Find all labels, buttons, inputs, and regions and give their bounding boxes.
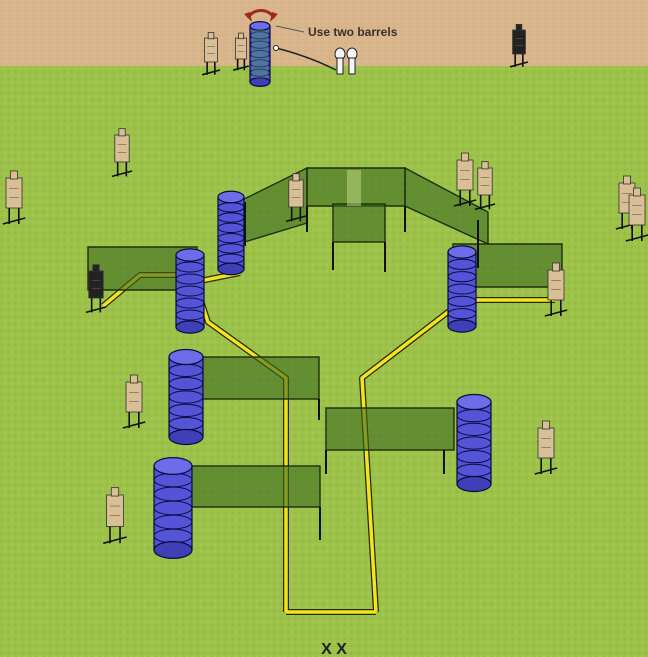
wall-center-gap	[347, 170, 361, 206]
callout-leader	[275, 25, 305, 33]
target	[2, 170, 26, 225]
target	[509, 23, 529, 68]
barrels	[153, 21, 492, 559]
targets	[2, 23, 648, 545]
rotate-arrowhead-left-icon	[244, 12, 252, 22]
barrel	[153, 457, 193, 559]
activator-wire	[275, 47, 337, 71]
barrel	[217, 190, 245, 276]
target	[453, 152, 477, 207]
target	[625, 187, 648, 242]
sand-berm	[0, 0, 648, 66]
wall-left-middle	[195, 356, 320, 400]
rotate-arrowhead-right-icon	[270, 12, 278, 22]
target	[122, 374, 146, 429]
target	[111, 128, 133, 178]
wall-center-front	[332, 203, 386, 243]
target	[103, 487, 127, 545]
target	[285, 173, 307, 223]
target	[232, 32, 250, 71]
barrel	[447, 245, 477, 333]
target	[201, 32, 221, 76]
barrel	[175, 248, 205, 334]
barrel	[456, 393, 492, 493]
target	[474, 161, 496, 211]
wall-legs	[244, 202, 479, 540]
target	[544, 262, 568, 317]
popper-plates	[334, 47, 358, 75]
activator-pulley	[273, 45, 279, 51]
start-position-marks: X X	[321, 641, 347, 657]
target	[85, 264, 107, 314]
callout-label: Use two barrels	[308, 25, 398, 39]
target	[534, 420, 558, 475]
barrel	[168, 348, 204, 446]
wall-right-middle	[325, 407, 455, 451]
barrel	[249, 21, 271, 87]
wall-left-lower	[185, 465, 321, 508]
